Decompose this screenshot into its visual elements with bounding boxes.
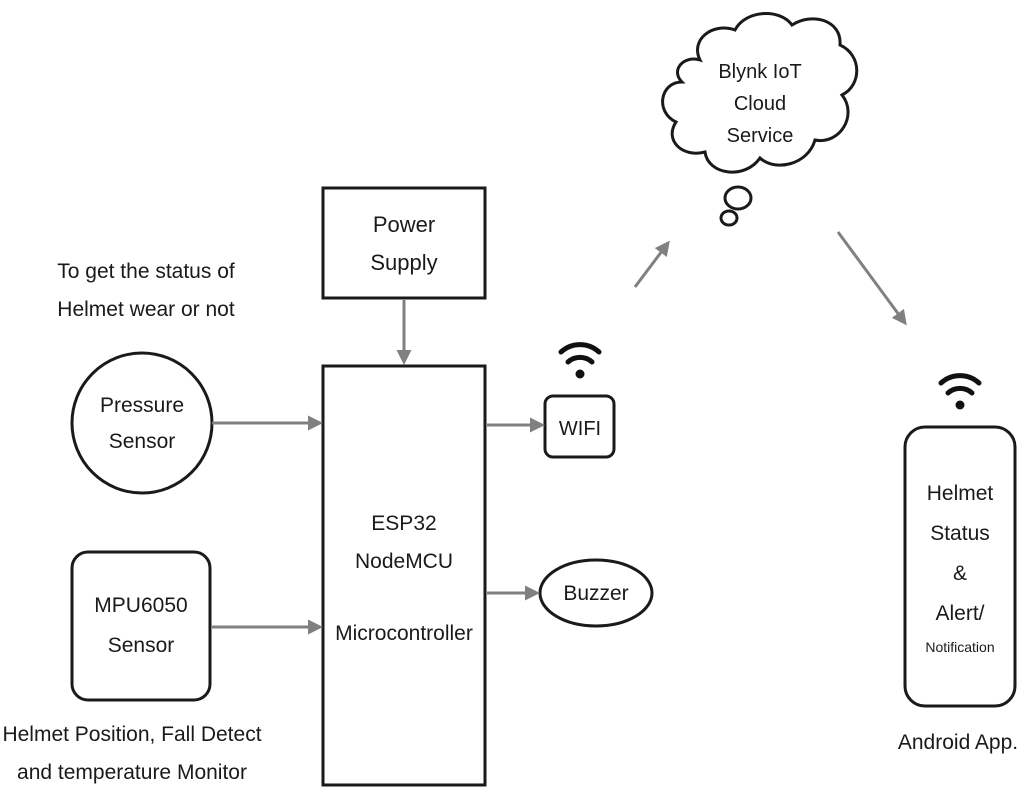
pressure-sensor-node: Pressure Sensor [70, 351, 214, 495]
wifi-label: WIFI [559, 418, 601, 440]
phone-wifi-icon [938, 373, 982, 410]
phone-label-line4: Alert/ [935, 602, 984, 625]
cloud-bubble-large [723, 185, 753, 211]
arrow-wifi-to-cloud [633, 240, 670, 288]
wifi-node: WIFI [543, 342, 616, 459]
mpu-note-line1: Helmet Position, Fall Detect [2, 723, 261, 746]
microcontroller-node: ESP32 NodeMCU Microcontroller [321, 364, 487, 787]
cloud-bubble-small [719, 209, 739, 227]
arrow-cloud-to-app [836, 231, 907, 326]
microcontroller-label-line2: NodeMCU [355, 550, 453, 573]
power-supply-node: Power Supply [321, 186, 487, 300]
buzzer-label: Buzzer [563, 582, 628, 605]
power-supply-label-line2: Supply [370, 250, 437, 275]
cloud-service-node: Blynk IoT Cloud Service [661, 12, 859, 227]
pressure-note-line1: To get the status of [57, 260, 235, 283]
wifi-box [543, 394, 616, 459]
cloud-label-line2: Cloud [734, 93, 786, 115]
phone-label-line5: Notification [925, 639, 994, 655]
wifi-icon [558, 342, 602, 379]
power-supply-label-line1: Power [373, 212, 435, 237]
mpu-sensor-node: MPU6050 Sensor [70, 550, 212, 702]
phone-label-line1: Helmet [927, 482, 994, 505]
microcontroller-box [321, 364, 487, 787]
mpu-sensor-label-line2: Sensor [108, 634, 175, 657]
mpu-sensor-box [70, 550, 212, 702]
cloud-label-line1: Blynk IoT [718, 61, 801, 83]
cloud-shape [661, 12, 859, 174]
android-app-label: Android App. [898, 731, 1018, 754]
buzzer-ellipse [538, 558, 654, 628]
pressure-note-line2: Helmet wear or not [57, 298, 235, 321]
cloud-label-line3: Service [727, 125, 794, 147]
pressure-sensor-label-line2: Sensor [109, 430, 176, 453]
mpu-note-line2: and temperature Monitor [17, 761, 247, 784]
microcontroller-label-line1: ESP32 [371, 512, 436, 535]
buzzer-node: Buzzer [538, 558, 654, 628]
power-supply-box [321, 186, 487, 300]
pressure-sensor-circle [70, 351, 214, 495]
microcontroller-label-line3: Microcontroller [335, 622, 473, 645]
phone-label-line3: & [953, 562, 967, 585]
mpu-sensor-label-line1: MPU6050 [94, 594, 187, 617]
phone-label-line2: Status [930, 522, 990, 545]
pressure-sensor-label-line1: Pressure [100, 394, 184, 417]
phone-box [903, 425, 1017, 708]
android-app-node: Helmet Status & Alert/ Notification Andr… [898, 373, 1018, 754]
